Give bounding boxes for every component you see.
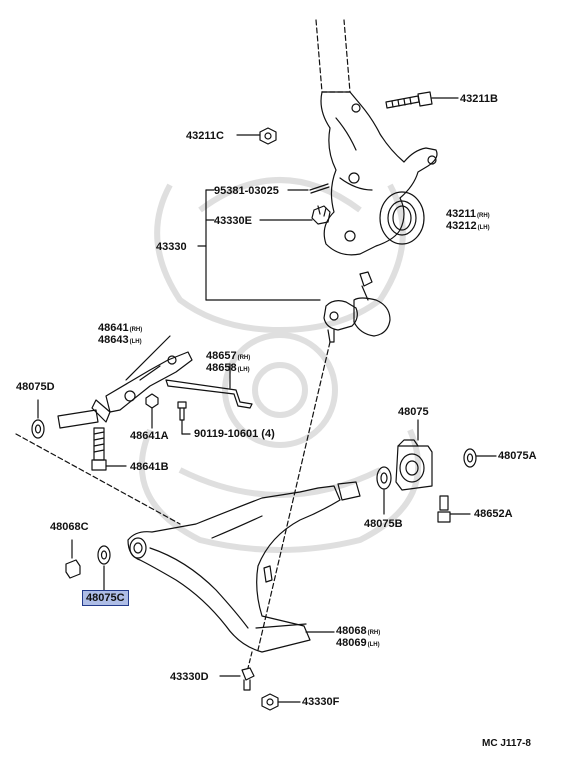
castle-nut-43330E — [259, 205, 331, 225]
label-48075B: 48075B — [364, 518, 403, 530]
label-48643: 48643(LH) — [98, 334, 142, 346]
label-43330D: 43330D — [170, 671, 209, 683]
nut-43211C — [236, 127, 277, 145]
diagram-reference: MC J117-8 — [482, 738, 531, 749]
label-43330: 43330 — [156, 241, 187, 253]
lower-control-arm — [127, 481, 361, 653]
label-48657-suffix: (RH) — [237, 355, 251, 361]
label-48068: 48068(RH) — [336, 625, 381, 637]
label-48075C-highlighted[interactable]: 48075C — [82, 590, 129, 606]
label-48641B: 48641B — [130, 461, 169, 473]
bushing-48068C — [65, 539, 81, 579]
nut-48641A — [145, 393, 159, 429]
label-95381-03025: 95381-03025 — [214, 185, 279, 197]
bolt-43330D — [219, 651, 255, 691]
steering-knuckle — [320, 91, 438, 256]
label-43330E: 43330E — [214, 215, 252, 227]
label-48652A: 48652A — [474, 508, 513, 520]
label-48075A: 48075A — [498, 450, 537, 462]
label-48641A: 48641A — [130, 430, 169, 442]
label-48069: 48069(LH) — [336, 637, 380, 649]
washer-48075C — [97, 545, 111, 591]
label-43211C: 43211C — [186, 130, 224, 142]
washer-48075B — [376, 466, 392, 515]
nut-43330F — [261, 693, 301, 711]
label-90119-10601: 90119-10601 (4) — [194, 428, 275, 440]
label-48075: 48075 — [398, 406, 429, 418]
label-48068C: 48068C — [50, 521, 89, 533]
washer-48075A — [463, 448, 497, 468]
strut-tube — [315, 19, 351, 93]
ball-joint — [323, 271, 391, 343]
label-48075D: 48075D — [16, 381, 55, 393]
washer-48075D — [31, 399, 45, 439]
bolt-48652A — [437, 495, 471, 523]
label-43211-suffix: (RH) — [476, 213, 490, 219]
label-48068-suffix: (RH) — [367, 630, 381, 636]
bracket-48657 — [165, 379, 253, 409]
label-43211B: 43211B — [460, 93, 498, 105]
label-48069-suffix: (LH) — [367, 642, 380, 648]
bushing-48075 — [395, 419, 433, 491]
bolt-48641B — [91, 427, 127, 471]
label-43212: 43212(LH) — [446, 220, 490, 232]
label-43330F: 43330F — [302, 696, 340, 708]
label-48658: 48658(LH) — [206, 362, 250, 374]
label-48657: 48657(RH) — [206, 350, 251, 362]
bolt-90119 — [177, 401, 191, 435]
label-48643-suffix: (LH) — [129, 339, 142, 345]
label-43211: 43211(RH) — [446, 208, 490, 220]
bracket-43330 — [197, 189, 321, 301]
stabilizer-bracket-48641 — [57, 351, 193, 429]
label-48641-suffix: (RH) — [129, 327, 143, 333]
bolt-43211B — [385, 91, 459, 109]
cotter-pin — [287, 183, 330, 194]
label-48641: 48641(RH) — [98, 322, 143, 334]
label-48658-suffix: (LH) — [237, 367, 250, 373]
label-43212-suffix: (LH) — [477, 225, 490, 231]
